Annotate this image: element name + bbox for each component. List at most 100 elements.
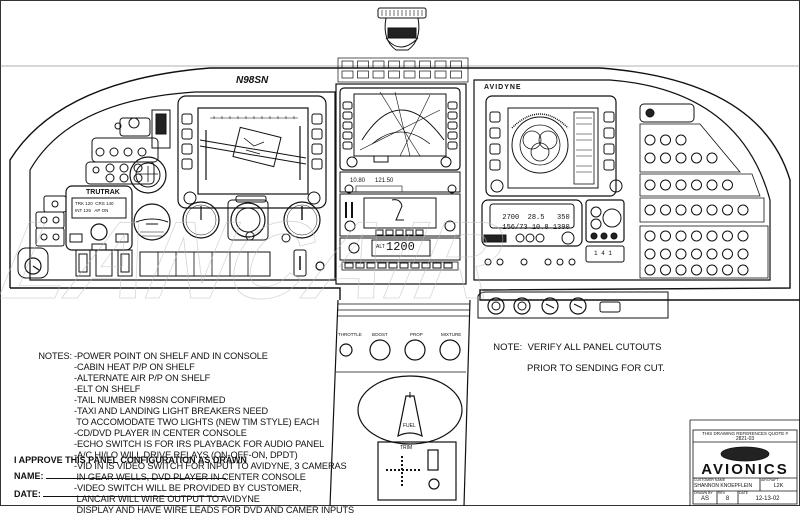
oil-temp-value: 156/73	[502, 224, 528, 232]
note-item: -ALTERNATE AIR P/P ON SHELF	[74, 373, 211, 384]
pfd-bezel	[177, 95, 327, 209]
pfd-bezel-button	[311, 158, 323, 170]
circuit-breaker	[691, 179, 702, 191]
circuit-breaker	[660, 230, 671, 242]
master-switch	[151, 109, 171, 149]
airspeed-indicator	[182, 201, 220, 239]
circuit-breaker	[706, 248, 718, 260]
circuit-breaker	[660, 152, 671, 164]
circuit-breaker	[388, 60, 400, 69]
circuit-breaker	[706, 179, 718, 191]
circuit-breaker	[341, 60, 354, 69]
gps-button	[405, 229, 414, 236]
circuit-breaker	[660, 264, 671, 276]
autopilot-display-line2: INT 129 AP ON	[75, 208, 109, 213]
tb-customer: SHANNON KNOEPFLEIN	[694, 483, 753, 489]
pfd-bezel-button	[181, 128, 193, 140]
circuit-breaker	[675, 248, 687, 260]
name-signature-line[interactable]	[45, 470, 226, 479]
note-item: -CD/DVD PLAYER IN CENTER CONSOLE	[74, 428, 247, 439]
tb-drawn-label: DRAWN BY	[694, 491, 713, 495]
note-item: -POWER POINT ON SHELF AND IN CONSOLE	[74, 351, 268, 362]
mfd-bezel-button	[342, 121, 353, 130]
pfd-bezel-button	[311, 113, 323, 125]
fuel-label: FUEL	[403, 423, 416, 429]
pfd-bezel-button	[181, 113, 193, 125]
tail-number: N98SN	[236, 75, 269, 86]
mfd-bezel-button	[603, 111, 615, 123]
mfd-bezel-button	[342, 131, 353, 140]
autopilot-brand: TRUTRAK	[86, 189, 120, 196]
circuit-breaker	[341, 70, 354, 79]
note-item: -CABIN HEAT P/P ON SHELF	[74, 362, 195, 373]
mfd-bezel-button	[447, 141, 458, 150]
toggle-switch	[484, 258, 492, 266]
circuit-breaker	[706, 230, 718, 242]
name-field[interactable]: NAME:	[14, 470, 226, 481]
engine-row2: 156/73 10.8 1390	[494, 218, 569, 232]
tb-revision: 8	[725, 496, 730, 502]
notes-indent	[14, 407, 74, 418]
gps-button	[415, 229, 424, 236]
circuit-breaker	[644, 204, 656, 216]
note-item: -ECHO SWITCH IS FOR IRS PLAYBACK FOR AUD…	[74, 439, 325, 450]
verify-note: NOTE: VERIFY ALL PANEL CUTOUTS PRIOR TO …	[488, 333, 665, 383]
ff-value: 10.8	[531, 224, 549, 232]
tb-reference: THIS DRAWING REFERENCES QUOTE #	[701, 431, 789, 436]
circuit-breaker	[722, 248, 733, 260]
autopilot-display-line1: TRK 120 CRS 140	[75, 201, 114, 206]
right-panel	[473, 79, 771, 281]
tb-quote-number: 2821-03	[735, 436, 755, 442]
circuit-breaker	[691, 152, 702, 164]
lower-shelf	[329, 291, 669, 506]
note-item: LANCAIR WILL WIRE OUTPUT TO AVIDYNE	[74, 494, 260, 505]
verify-note-line1: VERIFY ALL PANEL CUTOUTS	[527, 341, 662, 353]
note-item: -A/C HI/LO WILL DRIVE RELAYS (ON-OFF-ON,…	[74, 450, 298, 461]
notes-indent	[14, 418, 74, 429]
ap-button	[421, 262, 431, 269]
mfd-bezel-button	[447, 131, 458, 140]
vertical-speed-indicator	[283, 201, 321, 239]
notes-indent	[14, 385, 74, 396]
center-stack	[335, 83, 467, 285]
ap-button	[388, 262, 398, 269]
circuit-breaker	[372, 70, 385, 79]
engine-row1: 2700 28.5 350	[494, 208, 570, 222]
note-item: IN GEAR WELLS, DVD PLAYER IN CENTER CONS…	[74, 472, 306, 483]
circuit-breaker	[419, 70, 431, 79]
rpm-value: 2700	[502, 214, 520, 222]
note-item: -ELT ON SHELF	[74, 384, 141, 395]
engine-monitor	[481, 199, 583, 247]
date-signature-line[interactable]	[42, 488, 223, 497]
mfd-bezel-button	[342, 111, 353, 120]
circuit-breaker	[737, 230, 749, 242]
throttle-label: THROTTLE	[338, 332, 362, 337]
tb-aircraft-label: AIRCRAFT	[761, 478, 779, 482]
circuit-breaker	[722, 264, 733, 276]
altimeter	[230, 202, 266, 238]
tb-aircraft: L2K	[773, 483, 784, 489]
circuit-breaker	[706, 204, 718, 216]
circuit-breaker	[675, 152, 687, 164]
mfd-bezel-button	[603, 143, 615, 155]
pfd-bezel-button	[181, 158, 193, 170]
date-field[interactable]: DATE:	[14, 488, 223, 499]
lancair-watermark: LANCAIR	[0, 198, 513, 322]
circuit-breaker	[691, 230, 702, 242]
circuit-breaker	[434, 70, 447, 79]
tb-rev-label: REV	[718, 491, 726, 495]
verify-note-label: NOTE:	[493, 341, 523, 353]
standby-attitude	[133, 203, 171, 241]
boost-knob	[369, 339, 391, 361]
fuel-selector	[357, 375, 463, 445]
circuit-breaker	[450, 60, 462, 69]
circuit-breaker	[372, 60, 385, 69]
prop-label: PROP	[410, 332, 423, 337]
oil-value: 350	[557, 214, 570, 222]
ap-button	[410, 262, 420, 269]
circuit-breaker	[737, 204, 749, 216]
mixture-knob	[439, 339, 461, 361]
notes-indent	[14, 374, 74, 385]
circuit-breaker	[403, 70, 416, 79]
prop-knob	[404, 339, 426, 361]
